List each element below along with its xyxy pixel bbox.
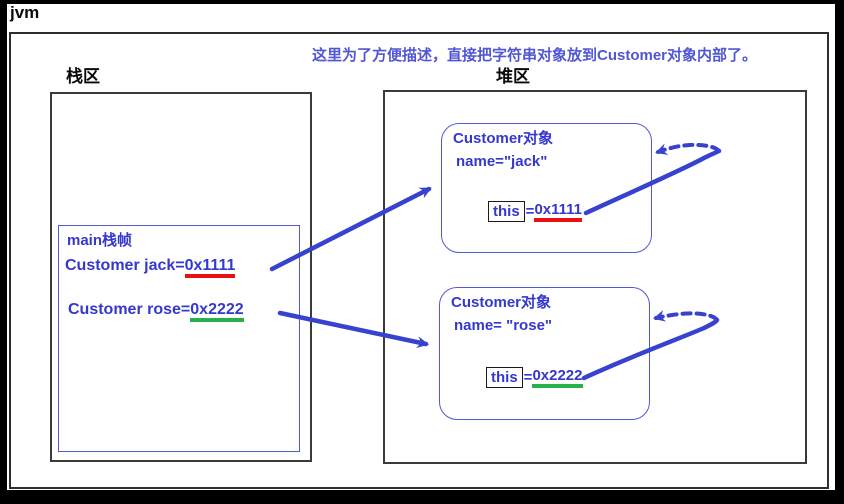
this-address: 0x2222 (532, 367, 583, 388)
annotation-note: 这里为了方便描述，直接把字符串对象放到Customer对象内部了。 (312, 47, 758, 64)
jvm-window-title: jvm (10, 3, 40, 22)
heap-area-box (383, 90, 807, 464)
stack-var-jack: Customer jack=0x1111 (65, 257, 236, 278)
object-title: Customer对象 (453, 130, 554, 147)
object-name-field: name= "rose" (454, 317, 553, 334)
customer-object-rose: Customer对象 name= "rose" this= 0x2222 (439, 287, 650, 420)
stack-var-rose: Customer rose=0x2222 (68, 301, 244, 322)
var-value-ref: 0x2222 (190, 301, 244, 322)
this-pointer-row: this= 0x2222 (486, 367, 583, 388)
main-stack-frame: main栈帧 Customer jack=0x1111 Customer ros… (58, 225, 300, 452)
this-pointer-row: this=0x1111 (488, 201, 583, 222)
this-keyword-box: this (486, 367, 523, 388)
customer-object-jack: Customer对象 name="jack" this=0x1111 (441, 123, 652, 253)
this-keyword-box: this (488, 201, 525, 222)
stack-frame-title: main栈帧 (67, 232, 133, 249)
stack-area-box (50, 92, 312, 462)
this-address: 0x1111 (534, 201, 583, 222)
var-value-ref: 0x1111 (184, 257, 236, 278)
object-title: Customer对象 (451, 294, 552, 311)
var-declaration: Customer rose= (68, 301, 191, 318)
heap-area-label: 堆区 (496, 67, 530, 86)
object-name-field: name="jack" (456, 153, 548, 170)
var-declaration: Customer jack= (65, 257, 185, 274)
equals-sign: = (525, 203, 535, 220)
stack-area-label: 栈区 (66, 67, 100, 86)
equals-sign: = (523, 369, 533, 386)
